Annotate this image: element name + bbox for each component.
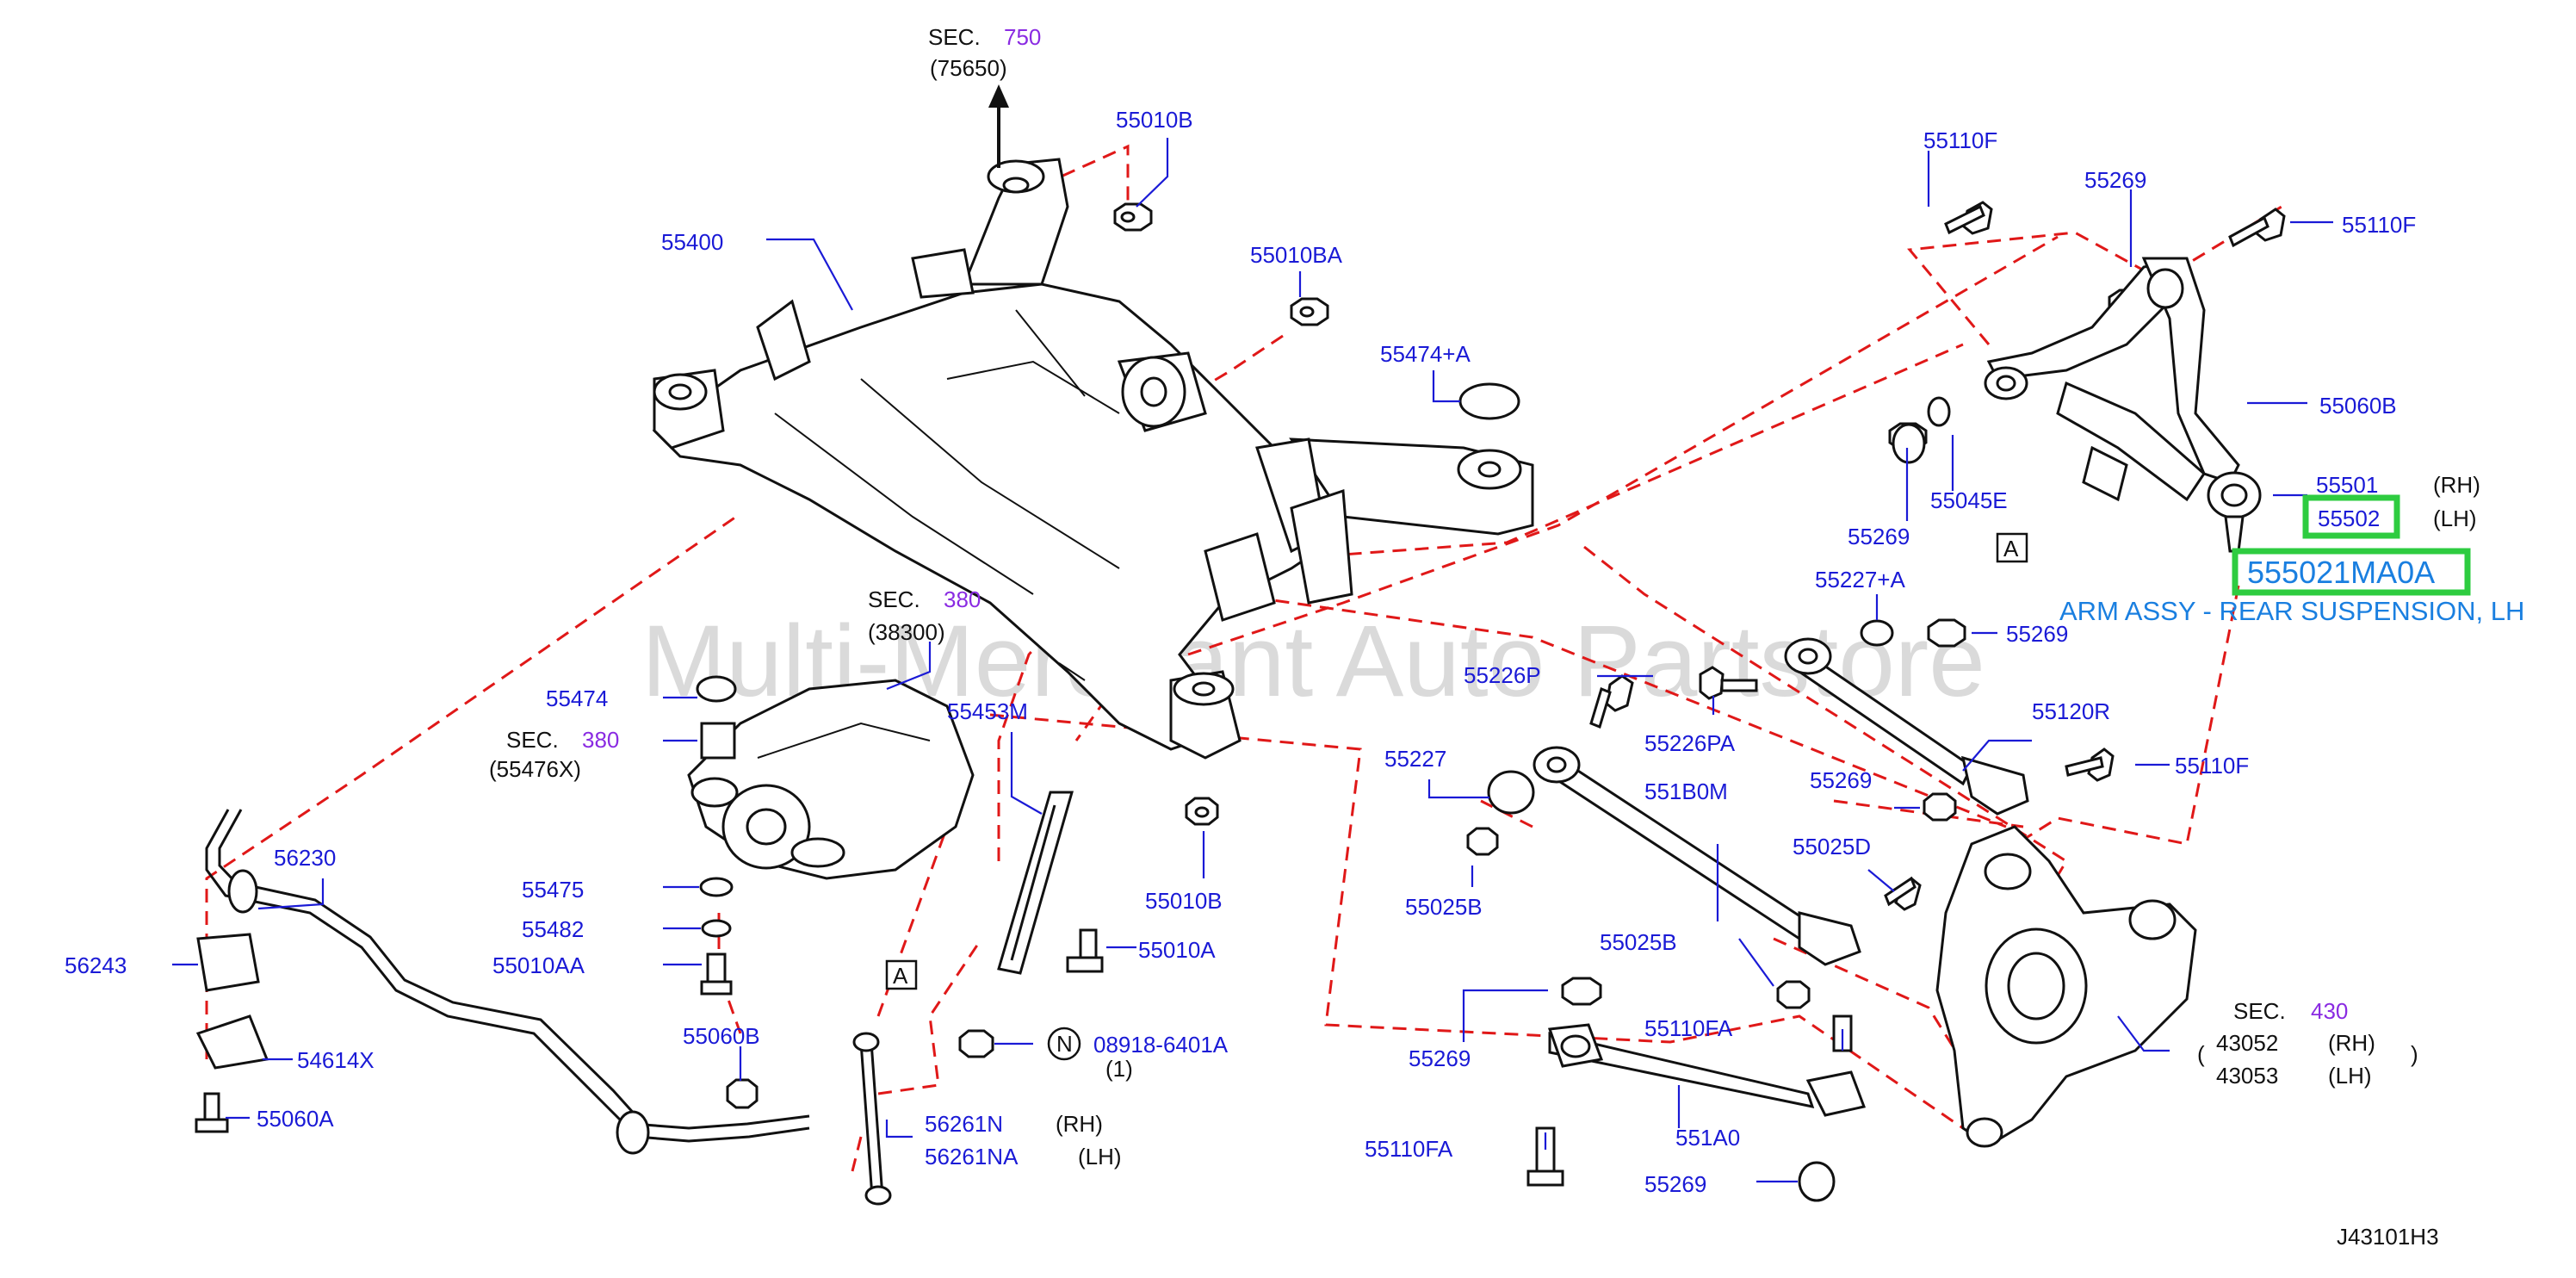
label-55227[interactable]: 55227 [1384,746,1446,772]
label-55010B-top[interactable]: 55010B [1116,107,1193,133]
highlight-part-number[interactable]: 555021MA0A [2247,555,2435,590]
label-55502-side: (LH) [2433,506,2477,531]
label-55025B-a[interactable]: 55025B [1405,894,1483,920]
label-55060B-left[interactable]: 55060B [683,1023,760,1049]
label-56230[interactable]: 56230 [274,845,336,871]
label-55453M[interactable]: 55453M [947,698,1028,724]
sec-750-number[interactable]: 750 [1004,24,1041,50]
link-551b0m[interactable] [1533,746,1861,966]
label-55501[interactable]: 55501 [2316,472,2378,498]
label-55501-side: (RH) [2433,472,2480,498]
label-54614X[interactable]: 54614X [297,1047,375,1073]
marker-a-right-text: A [2003,536,2019,561]
label-55010A[interactable]: 55010A [1138,937,1216,963]
marker-a-right [1996,532,2028,563]
label-55482[interactable]: 55482 [522,916,584,942]
label-55110F-mid[interactable]: 55110F [2175,753,2249,779]
label-43053[interactable]: 43053 [2216,1063,2278,1089]
label-55110F-right[interactable]: 55110F [2342,212,2416,238]
label-55269-a[interactable]: 55269 [1848,524,1910,549]
label-55110FA-b[interactable]: 55110FA [1365,1136,1453,1162]
label-55400[interactable]: 55400 [661,229,723,255]
sec-380-mid-prefix: SEC. [868,586,920,612]
label-43052[interactable]: 43052 [2216,1030,2278,1056]
part-labels: SEC. 750 (75650) 55010B 55400 55010BA 55… [65,24,2524,1250]
label-43052-side: (RH) [2328,1030,2375,1056]
label-551A0[interactable]: 551A0 [1675,1125,1740,1151]
sec-380-left-prefix: SEC. [506,727,559,753]
label-55120R[interactable]: 55120R [2032,698,2110,724]
paren-close: ) [2411,1041,2418,1067]
sec-750-prefix: SEC. [928,24,981,50]
label-55269-e[interactable]: 55269 [1644,1171,1706,1197]
fasteners[interactable] [195,201,2286,1202]
knuckle-43052[interactable] [1935,825,2197,1148]
label-55010B-mid[interactable]: 55010B [1145,888,1223,914]
marker-n [1047,1027,1081,1061]
label-55110FA-a[interactable]: 55110FA [1644,1015,1733,1041]
differential[interactable] [687,679,975,880]
label-56261N[interactable]: 56261N [925,1111,1003,1137]
shield-55453m[interactable] [997,791,1074,975]
highlight-description: ARM ASSY - REAR SUSPENSION, LH [2059,596,2524,626]
label-08918[interactable]: 08918-6401A [1093,1032,1229,1058]
label-55269-b[interactable]: 55269 [2006,621,2068,647]
highlight-box-part [2232,548,2471,596]
label-56261N-side: (RH) [1056,1111,1103,1137]
label-551B0M[interactable]: 551B0M [1644,779,1728,804]
sec-380-mid-ref: (38300) [868,619,945,645]
sec-430-number[interactable]: 430 [2311,998,2348,1024]
label-55110F-top[interactable]: 55110F [1923,127,1997,153]
diagram-code: J43101H3 [2337,1224,2439,1250]
marker-a-left [885,959,918,990]
upper-arm-55502[interactable] [1984,257,2262,553]
label-55060B-right[interactable]: 55060B [2319,393,2397,419]
paren-open: ( [2197,1041,2205,1067]
sec-750-ref: (75650) [930,55,1007,81]
label-55502[interactable]: 55502 [2318,506,2380,531]
stabilizer-link-56261n[interactable] [852,1032,892,1206]
sec-380-left-ref: (55476X) [489,756,581,782]
highlight-box-55502 [2302,494,2400,539]
label-55010BA[interactable]: 55010BA [1250,242,1343,268]
sec-380-left-number[interactable]: 380 [582,727,619,753]
label-55045E[interactable]: 55045E [1930,487,2008,513]
label-55025B-b[interactable]: 55025B [1600,929,1677,955]
label-55227A[interactable]: 55227+A [1815,567,1905,592]
label-55269-d[interactable]: 55269 [1409,1045,1471,1071]
label-55474A[interactable]: 55474+A [1380,341,1471,367]
label-55025D[interactable]: 55025D [1793,834,1871,859]
stabilizer-56230[interactable] [195,809,810,1155]
sec-380-mid-number[interactable]: 380 [944,586,981,612]
label-55474[interactable]: 55474 [546,686,608,711]
label-55475[interactable]: 55475 [522,877,584,903]
label-43053-side: (LH) [2328,1063,2372,1089]
sec-430-prefix: SEC. [2233,998,2286,1024]
label-08918-qty: (1) [1105,1056,1133,1082]
label-55226PA[interactable]: 55226PA [1644,730,1736,756]
leader-lines [172,138,2333,1183]
link-551a0[interactable] [1547,1023,1867,1117]
marker-a-left-text: A [893,963,908,989]
label-56261NA[interactable]: 56261NA [925,1144,1019,1169]
label-55226P[interactable]: 55226P [1464,662,1541,688]
arrow-up-icon [988,84,1009,168]
label-55269-c[interactable]: 55269 [1810,767,1872,793]
marker-n-text: N [1056,1031,1073,1057]
label-55060A[interactable]: 55060A [257,1106,334,1132]
crossmember-55400[interactable] [652,158,1534,760]
link-55120r[interactable] [1784,637,2029,816]
label-55010AA[interactable]: 55010AA [492,952,585,978]
label-56243[interactable]: 56243 [65,952,127,978]
label-55269-top[interactable]: 55269 [2084,167,2146,193]
label-56261NA-side: (LH) [1078,1144,1122,1169]
